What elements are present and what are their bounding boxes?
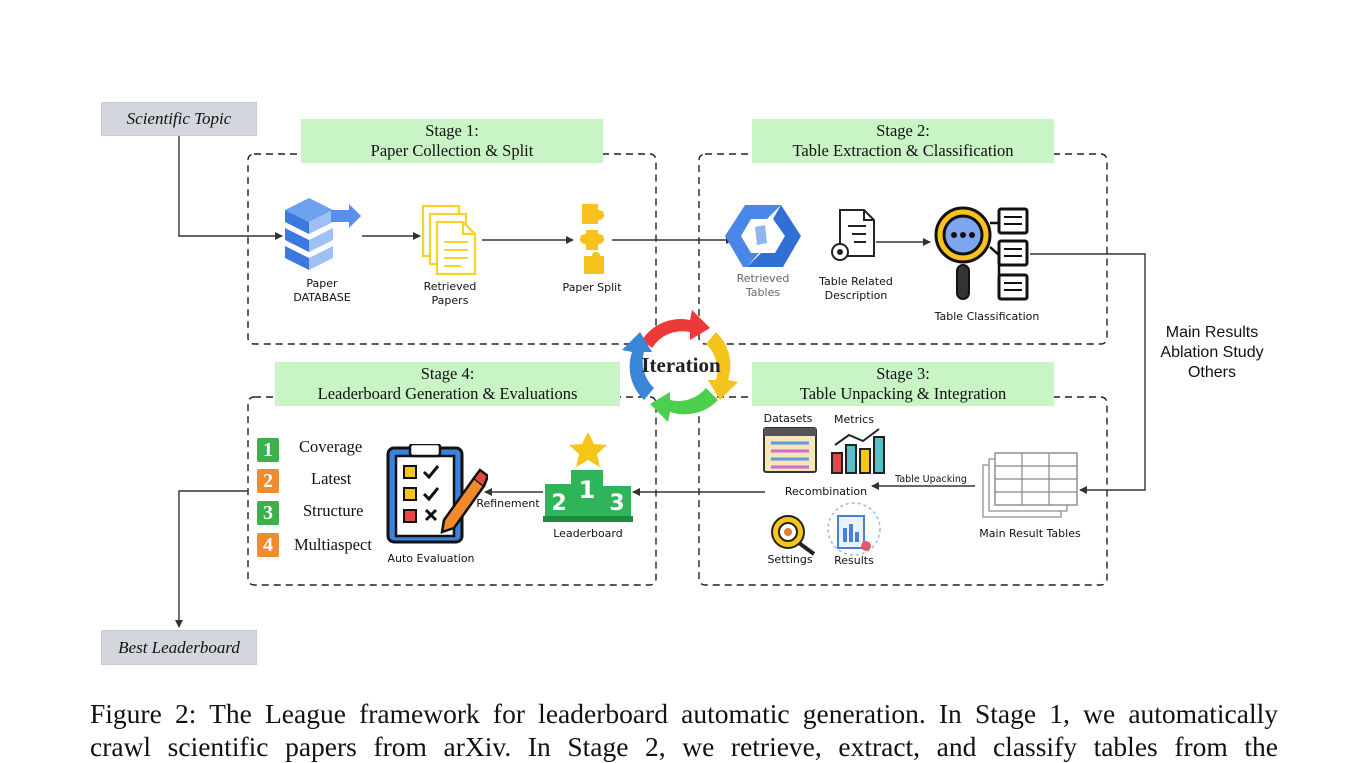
retrieved-tables-label-line1: Retrieved: [736, 272, 790, 285]
stage4-subtitle: Leaderboard Generation & Evaluations: [317, 384, 578, 403]
paper-split-puzzle-icon: [580, 204, 604, 274]
results-label: Results: [834, 554, 874, 567]
podium-second: 2: [551, 491, 566, 516]
retrieved-tables-label-line2: Tables: [745, 286, 781, 299]
arrow-to-best-leaderboard: [175, 490, 248, 628]
criterion-latest: Latest: [311, 469, 352, 488]
paper-database-label: Paper DATABASE: [272, 277, 372, 305]
retrieved-papers-label: Retrieved Papers: [400, 280, 500, 308]
category-ablation-study: Ablation Study: [1160, 344, 1264, 361]
retrieved-tables-label: Retrieved Tables: [713, 272, 813, 300]
paper-database-label-line2: DATABASE: [293, 291, 351, 304]
stage1-title: Stage 1:: [425, 121, 479, 140]
stage3-title: Stage 3:: [876, 364, 930, 383]
paper-split-label: Paper Split: [562, 281, 622, 294]
stage1-subtitle: Paper Collection & Split: [370, 141, 534, 160]
category-others: Others: [1187, 364, 1236, 381]
classification-categories: Main Results Ablation Study Others: [1146, 323, 1278, 383]
stage3-subtitle: Table Unpacking & Integration: [799, 384, 1007, 403]
figure-caption-line1: Figure 2: The League framework for leade…: [90, 698, 1278, 729]
results-report-icon: [827, 502, 881, 556]
figure-caption-line2: crawl scientific papers from arXiv. In S…: [90, 731, 1278, 762]
iteration-label: Iteration: [641, 353, 721, 377]
leaderboard-podium-icon: 2 1 3: [543, 432, 633, 522]
auto-evaluation-clipboard-icon: [386, 444, 488, 544]
recombination-label: Recombination: [784, 485, 868, 498]
podium-third: 3: [609, 491, 624, 516]
table-classification-label: Table Classification: [934, 310, 1040, 323]
stage2-title: Stage 2:: [876, 121, 930, 140]
table-description-icon: [831, 209, 875, 261]
retrieved-tables-icon: [725, 205, 801, 267]
settings-label: Settings: [767, 553, 813, 566]
retrieved-papers-icon: [421, 204, 477, 276]
stage2-subtitle: Table Extraction & Classification: [792, 141, 1014, 160]
leaderboard-label: Leaderboard: [553, 527, 623, 540]
stage4-title: Stage 4:: [420, 364, 475, 383]
table-classification-magnifier-icon: [934, 206, 1029, 301]
stage4-header: Stage 4: Leaderboard Generation & Evalua…: [275, 362, 620, 406]
paper-database-icon: [285, 198, 361, 270]
scientific-topic-box: Scientific Topic: [101, 102, 257, 136]
retrieved-papers-label-line2: Papers: [431, 294, 469, 307]
table-description-label-line1: Table Related: [819, 275, 893, 288]
criterion-3-badge: 3: [257, 501, 279, 525]
stage1-header: Stage 1: Paper Collection & Split: [301, 119, 603, 163]
criterion-structure: Structure: [303, 501, 364, 520]
criterion-coverage: Coverage: [299, 437, 363, 456]
main-result-tables-label: Main Result Tables: [979, 527, 1081, 540]
arrow-topic-to-database: [178, 136, 283, 240]
arrow-classification-to-tables: [1030, 253, 1146, 494]
stage3-header: Stage 3: Table Unpacking & Integration: [752, 362, 1054, 406]
datasets-label: Datasets: [763, 412, 813, 425]
retrieved-papers-label-line1: Retrieved: [423, 280, 477, 293]
table-unpacking-label: Table Upacking: [895, 474, 967, 485]
best-leaderboard-box: Best Leaderboard: [101, 630, 257, 665]
category-main-results: Main Results: [1165, 324, 1259, 341]
table-description-label-line2: Description: [824, 289, 888, 302]
paper-database-label-line1: Paper: [306, 277, 338, 290]
podium-first: 1: [579, 476, 596, 504]
metrics-label: Metrics: [834, 413, 874, 426]
metrics-chart-icon: [831, 428, 885, 474]
main-result-tables-icon: [982, 452, 1078, 518]
settings-gear-icon: [771, 515, 816, 556]
table-description-label: Table Related Description: [806, 275, 906, 303]
stage2-header: Stage 2: Table Extraction & Classificati…: [752, 119, 1054, 163]
criterion-multiaspect: Multiaspect: [294, 535, 372, 554]
criterion-1-badge: 1: [257, 438, 279, 462]
refinement-label: Refinement: [476, 497, 540, 510]
iteration-cycle-icon: [622, 310, 738, 422]
auto-evaluation-label: Auto Evaluation: [387, 552, 475, 565]
datasets-icon: [763, 427, 817, 473]
criterion-2-badge: 2: [257, 469, 279, 493]
criterion-4-badge: 4: [257, 533, 279, 557]
